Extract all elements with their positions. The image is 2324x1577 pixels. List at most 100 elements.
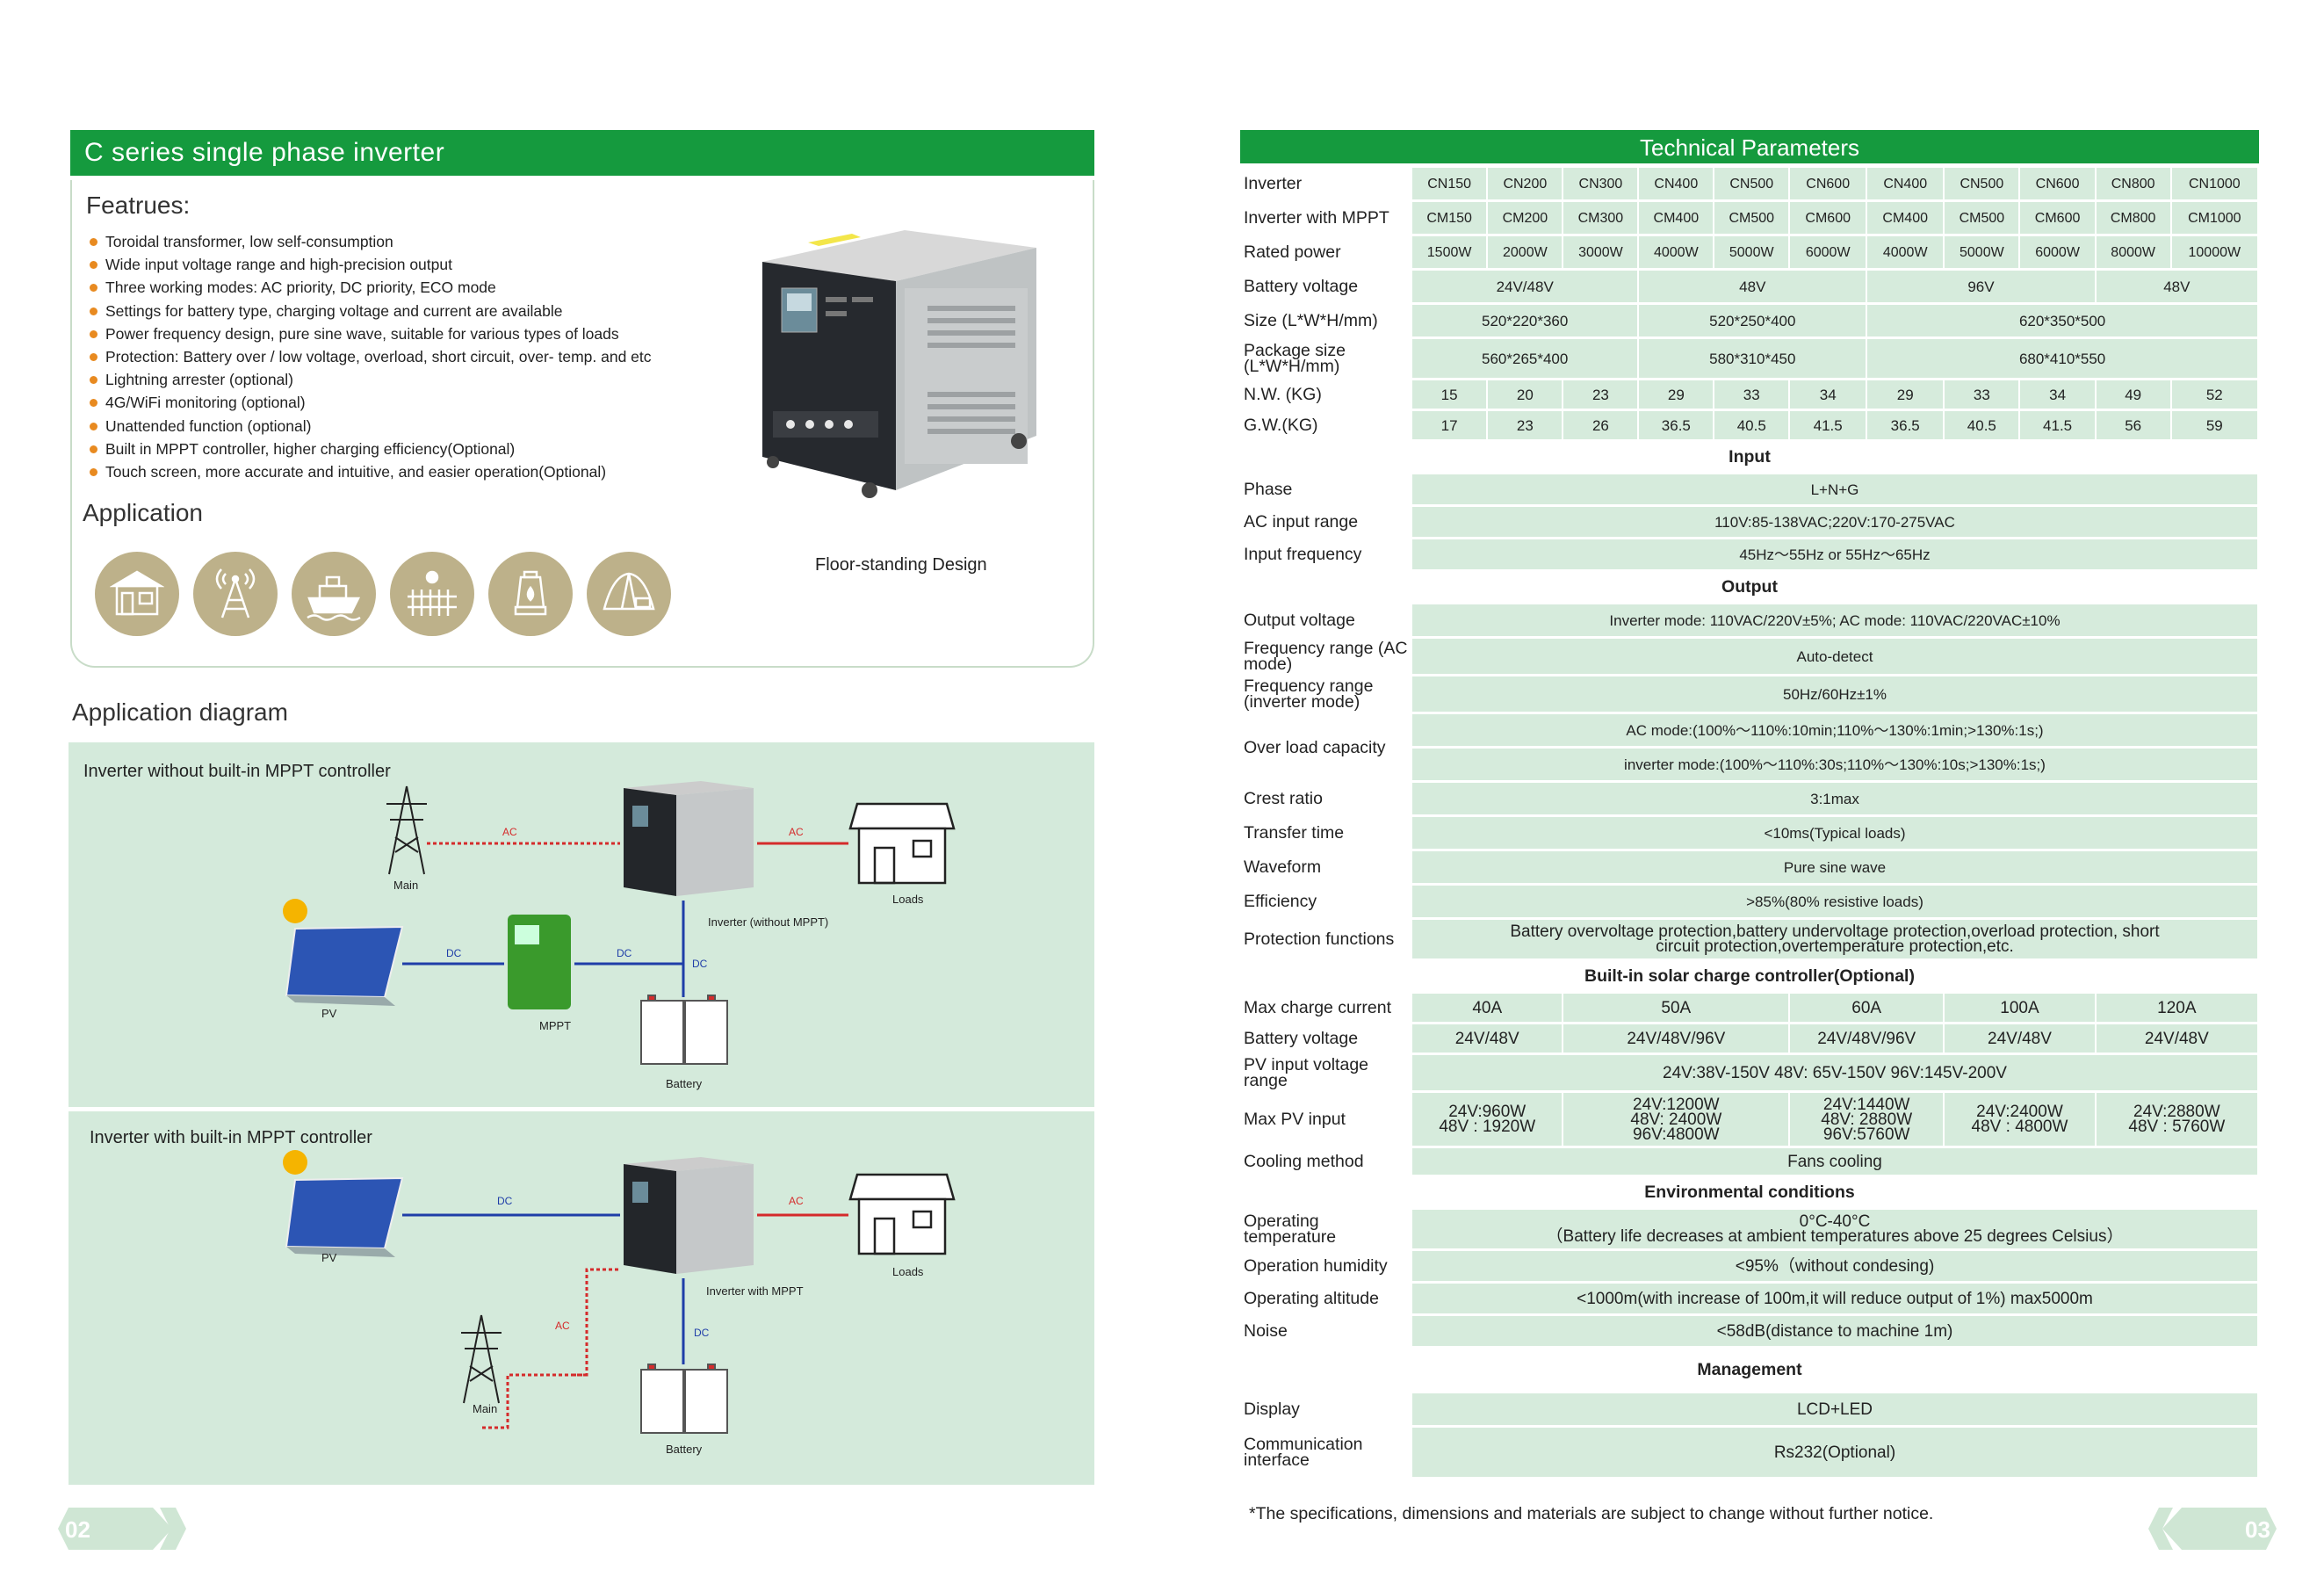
section-heading-input: Input	[1240, 442, 2259, 472]
spec-cell: 680*410*550	[1867, 339, 2259, 378]
page-number-badge-right	[2148, 1508, 2277, 1550]
spec-cell: CM400	[1867, 202, 1945, 234]
spec-cell: 48V	[2096, 271, 2259, 302]
spec-cell: CN150	[1412, 168, 1489, 199]
diagram-title: Application diagram	[72, 698, 288, 726]
spec-label: Inverter with MPPT	[1240, 202, 1412, 234]
section-heading-solar: Built-in solar charge controller(Optiona…	[1240, 961, 2259, 991]
spec-cell: CM600	[2020, 202, 2097, 234]
spec-cell: CN300	[1563, 168, 1640, 199]
spec-cell: CM800	[2096, 202, 2172, 234]
spec-row: Frequency range (AC mode)Auto-detect	[1240, 639, 2259, 674]
spec-cell: 23	[1488, 411, 1564, 439]
spec-cell: CN600	[2020, 168, 2097, 199]
diagram1-pv-label: PV	[321, 1007, 337, 1020]
feature-item: Protection: Battery over / low voltage, …	[88, 345, 652, 368]
spec-cell: 50A	[1563, 994, 1791, 1022]
features-title: Featrues:	[86, 192, 191, 219]
spec-label: Operating temperature	[1240, 1210, 1412, 1248]
spec-label: Efficiency	[1240, 886, 1412, 917]
spec-label: Phase	[1240, 474, 1412, 504]
spec-row: Noise<58dB(distance to machine 1m)	[1240, 1316, 2259, 1346]
sun-icon	[283, 1150, 307, 1175]
diagram1-dc-label-3: DC	[692, 958, 708, 970]
page-number-right: 03	[2245, 1516, 2270, 1543]
pv-panel-icon	[285, 1176, 404, 1257]
spec-row: Operating temperature 0°C-40°C（Battery li…	[1240, 1210, 2259, 1248]
spec-cell: 6000W	[1790, 236, 1868, 268]
spec-cell: 4000W	[1639, 236, 1715, 268]
spec-line: 48V : 5760W	[2128, 1118, 2226, 1136]
footnote: *The specifications, dimensions and mate…	[1249, 1504, 1934, 1523]
pylon-icon	[386, 785, 427, 875]
spec-cell: 10000W	[2171, 236, 2259, 268]
feature-item: Settings for battery type, charging volt…	[88, 300, 652, 322]
spec-cell: CM300	[1563, 202, 1640, 234]
spec-line: 48V : 1920W	[1439, 1118, 1536, 1136]
spec-cell: 96V	[1867, 271, 2097, 302]
spec-row: Environmental conditions	[1240, 1177, 2259, 1207]
spec-cell: 24V/48V	[2096, 1024, 2259, 1053]
spec-label: Inverter	[1240, 168, 1412, 199]
pylon-icon	[461, 1314, 502, 1404]
spec-row: Transfer time<10ms(Typical loads)	[1240, 817, 2259, 849]
spec-cell: 29	[1639, 380, 1715, 409]
spec-label: Size (L*W*H/mm)	[1240, 305, 1412, 336]
spec-cell: AC mode:(100%～110%:10min;110%～130%:1min;…	[1412, 714, 2259, 746]
diagram1-main-label: Main	[393, 879, 419, 892]
spec-cell: >85%(80% resistive loads)	[1412, 886, 2259, 917]
spec-cell: CN500	[1945, 168, 2021, 199]
spec-line: 0°C-40°C	[1799, 1212, 1871, 1231]
spec-cell: Rs232(Optional)	[1412, 1428, 2259, 1477]
features-list: Toroidal transformer, low self-consumpti…	[88, 230, 652, 483]
spec-cell: L+N+G	[1412, 474, 2259, 504]
spec-row: inverter mode:(100%～110%:30s;110%～130%:1…	[1240, 749, 2259, 780]
spec-line: 48V : 4800W	[1971, 1118, 2068, 1136]
spec-label: Package size (L*W*H/mm)	[1240, 339, 1412, 378]
spec-label: Display	[1240, 1393, 1412, 1425]
spec-cell: 110V:85-138VAC;220V:170-275VAC	[1412, 507, 2259, 537]
spec-cell: 520*250*400	[1639, 305, 1868, 336]
diagram1-inverter-label: Inverter (without MPPT)	[708, 915, 829, 929]
spec-cell: 24V:38V-150V 48V: 65V-150V 96V:145V-200V	[1412, 1055, 2259, 1090]
feature-item: Toroidal transformer, low self-consumpti…	[88, 230, 652, 253]
spec-label: Over load capacity	[1240, 714, 1412, 780]
spec-cell: 33	[1945, 380, 2021, 409]
diagram1-dc-label-2: DC	[617, 947, 632, 959]
spec-label: Rated power	[1240, 236, 1412, 268]
spec-cell: 100A	[1945, 994, 2097, 1022]
spec-cell: 1500W	[1412, 236, 1489, 268]
feature-item: Wide input voltage range and high-precis…	[88, 253, 652, 276]
spec-line: （Battery life decreases at ambient tempe…	[1546, 1227, 2124, 1246]
sun-icon	[283, 899, 307, 923]
application-title: Application	[83, 499, 203, 526]
diagram2-loads-label: Loads	[892, 1265, 924, 1278]
house-icon	[95, 552, 179, 636]
spec-label: Waveform	[1240, 851, 1412, 883]
diagram2-dc-label-1: DC	[497, 1195, 513, 1207]
inverter-product-image	[762, 230, 1036, 498]
spec-line: <58dB(distance to machine 1m)	[1716, 1321, 1953, 1341]
spec-cell: CM200	[1488, 202, 1564, 234]
spec-cell: 5000W	[1714, 236, 1791, 268]
page-title: C series single phase inverter	[70, 130, 1094, 176]
spec-label: Max charge current	[1240, 994, 1412, 1022]
battery-icon	[640, 1364, 728, 1434]
spec-cell: 40A	[1412, 994, 1564, 1022]
spec-row: Output	[1240, 572, 2259, 602]
spec-cell: CM500	[1714, 202, 1791, 234]
spec-cell: CN200	[1488, 168, 1564, 199]
diagram2-inverter-label: Inverter with MPPT	[706, 1284, 804, 1298]
spec-cell: 120A	[2096, 994, 2259, 1022]
